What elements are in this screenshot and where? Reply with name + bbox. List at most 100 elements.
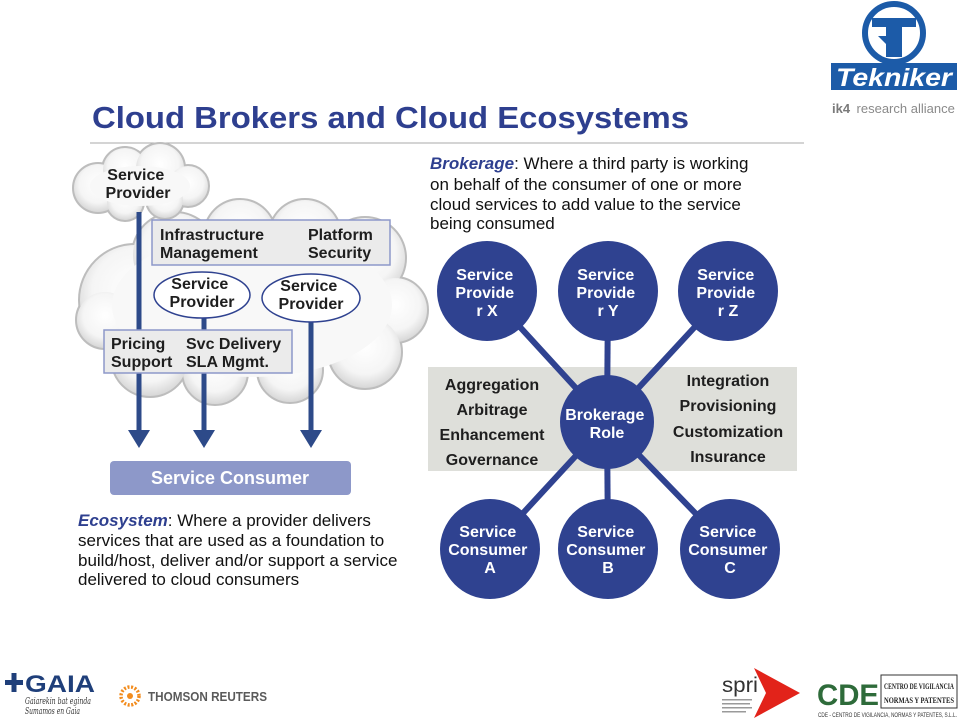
gaia-plus-icon	[11, 673, 17, 692]
top-provider-cloud: Service Provider	[72, 142, 210, 222]
ecosystem-definition-text: : Where a provider delivers	[168, 511, 371, 530]
provider-label: Service Provide r Y	[576, 267, 639, 320]
consumer-line: B	[602, 560, 614, 577]
cde-name-box	[880, 674, 958, 709]
cde-logo: CDE CENTRO DE VIGILANCIA NORMAS Y PATENT…	[817, 674, 958, 719]
inner-provider-line: Provider	[170, 294, 235, 311]
consumer-line: Service	[699, 524, 756, 541]
top-provider-line: Provider	[106, 185, 171, 202]
top-provider-line: Service	[107, 167, 164, 184]
brokerage-definition: Brokerage: Where a third party is workin…	[430, 154, 748, 233]
ecosystem-diagram: Service Provider Infrastructure Manageme…	[72, 142, 429, 495]
ecosystem-definition-line: Ecosystem: Where a provider delivers	[78, 511, 371, 530]
provider-circle	[437, 241, 537, 341]
security-line: Security	[308, 245, 371, 262]
thomson-reuters-wordmark: THOMSON REUTERS	[148, 689, 267, 704]
arrow-down-icon	[300, 430, 322, 448]
consumer-node-c: Service Consumer C	[680, 499, 780, 599]
brokerage-role-label: Brokerage Role	[565, 407, 649, 442]
consumer-circle	[680, 499, 780, 599]
provider-line: r X	[476, 303, 498, 320]
tekniker-band	[831, 63, 957, 90]
consumer-node-a: Service Consumer A	[440, 499, 540, 599]
spri-arrow-icon	[754, 668, 800, 718]
sla-line: SLA Mgmt.	[186, 354, 269, 371]
support-line: Support	[111, 354, 173, 371]
cde-box-line: NORMAS Y PATENTES	[884, 696, 954, 705]
slide-title: Cloud Brokers and Cloud Ecosystems	[92, 100, 689, 135]
provider-circle	[558, 241, 658, 341]
brokerage-diagram: Service Provide r X Service Provide r Y …	[428, 241, 797, 599]
consumer-node-b: Service Consumer B	[558, 499, 658, 599]
provider-node-x: Service Provide r X	[437, 241, 537, 341]
ecosystem-term: Ecosystem	[78, 511, 168, 530]
provider-line: Provide	[455, 285, 514, 302]
right-functions-list: Integration Provisioning Customization I…	[673, 373, 783, 466]
consumer-line: Consumer	[448, 542, 527, 559]
ecosystem-definition: Ecosystem: Where a provider delivers ser…	[78, 511, 397, 589]
provider-line: Service	[697, 267, 754, 284]
brokerage-role-circle	[560, 375, 654, 469]
thomson-reuters-center-icon	[127, 693, 133, 699]
infrastructure-line: Management	[160, 245, 258, 262]
inner-provider-line: Service	[280, 278, 337, 295]
service-consumer-bar	[110, 461, 351, 495]
brokerage-term: Brokerage	[430, 154, 514, 173]
gaia-tagline: Gaiarekin bat eginda	[25, 697, 91, 707]
consumer-line: Consumer	[566, 542, 645, 559]
provider-label: Service Provide r Z	[696, 267, 759, 320]
brokerage-role-node: Brokerage Role	[560, 375, 654, 469]
infrastructure-line: Infrastructure	[160, 227, 264, 244]
cde-wordmark: CDE	[817, 679, 879, 712]
ecosystem-definition-line: build/host, deliver and/or support a ser…	[78, 551, 397, 570]
svc-delivery-label: Svc Delivery SLA Mgmt.	[186, 336, 286, 371]
small-cloud-fill	[74, 144, 208, 220]
brokerage-role-line: Role	[590, 425, 625, 442]
brokerage-definition-line: being consumed	[430, 214, 555, 233]
tekniker-alliance: ik4 research alliance	[832, 100, 955, 117]
provider-line: r Z	[718, 303, 739, 320]
cde-box-line: CENTRO DE VIGILANCIA	[884, 682, 954, 691]
left-functions-list: Aggregation Arbitrage Enhancement Govern…	[440, 377, 546, 469]
function-item: Insurance	[690, 449, 766, 466]
infrastructure-box-frame	[151, 219, 391, 266]
provider-line: Service	[456, 267, 513, 284]
brokerage-definition-line: on behalf of the consumer of one or more	[430, 175, 742, 194]
function-item: Customization	[673, 424, 783, 441]
provider-line: Provide	[576, 285, 635, 302]
platform-security-label: Platform Security	[308, 227, 377, 262]
spri-wordmark: spri	[722, 674, 758, 697]
cde-caption: CDE - CENTRO DE VIGILANCIA, NORMAS Y PAT…	[818, 713, 957, 719]
provider-node-z: Service Provide r Z	[678, 241, 778, 341]
spri-fineprint	[722, 703, 750, 705]
provider-line: Provide	[696, 285, 755, 302]
tekniker-t-icon	[872, 18, 916, 57]
tekniker-alliance-prefix: ik4	[832, 101, 851, 116]
brokerage-definition-line: Brokerage: Where a third party is workin…	[430, 154, 748, 173]
function-item: Aggregation	[445, 377, 539, 394]
spri-fineprint	[722, 707, 752, 709]
gaia-wordmark: GAIA	[25, 671, 95, 698]
function-item: Provisioning	[680, 398, 777, 415]
provider-line: Service	[577, 267, 634, 284]
inner-provider-ellipse	[153, 271, 251, 319]
provider-label: Service Provide r X	[455, 267, 518, 320]
thomson-reuters-logo: THOMSON REUTERS	[119, 685, 267, 707]
consumer-line: Service	[459, 524, 516, 541]
pricing-line: Pricing	[111, 336, 165, 353]
pricing-support-label: Pricing Support	[111, 336, 173, 371]
gaia-logo: GAIA Gaiarekin bat eginda Sumamos en Gai…	[5, 671, 95, 717]
delivery-box-frame	[103, 329, 293, 374]
arrow-down-icon	[193, 430, 215, 448]
inner-provider-label: Service Provider	[279, 278, 344, 313]
brokerage-role-line: Brokerage	[565, 407, 644, 424]
service-consumer-label: Service Consumer	[151, 468, 309, 488]
ecosystem-definition-line: delivered to cloud consumers	[78, 570, 299, 589]
spri-fineprint	[722, 699, 752, 701]
inner-provider-2: Service Provider	[261, 273, 361, 323]
function-item: Arbitrage	[456, 402, 527, 419]
delivery-box: Pricing Support Svc Delivery SLA Mgmt.	[103, 329, 293, 374]
inner-provider-label: Service Provider	[170, 276, 235, 311]
brokerage-definition-line: cloud services to add value to the servi…	[430, 195, 741, 214]
infrastructure-box: Infrastructure Management Platform Secur…	[151, 219, 391, 266]
